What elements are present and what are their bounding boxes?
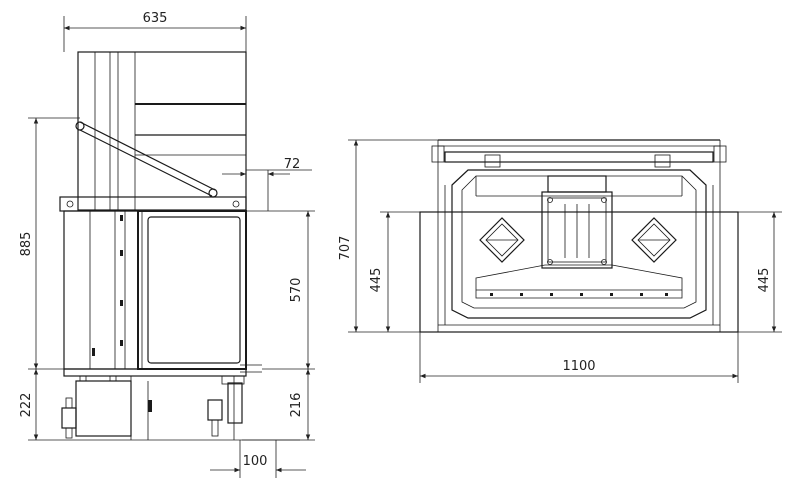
dim-side-height-total: 885 [19,232,34,257]
dim-front-left-height: 445 [369,268,384,293]
dim-side-width: 635 [143,11,168,26]
left-vent-icon [479,217,525,263]
side-dimensions: 635 72 885 222 570 216 100 [19,11,315,478]
front-dimensions: 707 445 445 1100 [338,139,782,383]
dim-side-door-height: 570 [289,278,304,303]
front-view [419,139,739,333]
dim-front-right-height: 445 [757,268,772,293]
dim-side-base-height: 222 [19,393,34,418]
dim-side-leg-height: 216 [289,393,304,418]
dim-side-offset: 72 [284,157,301,172]
dim-front-height: 707 [338,236,353,261]
right-vent-icon [631,217,677,263]
side-view [59,51,262,440]
dim-side-leg-width: 100 [243,454,268,469]
dim-front-width: 1100 [562,359,595,374]
